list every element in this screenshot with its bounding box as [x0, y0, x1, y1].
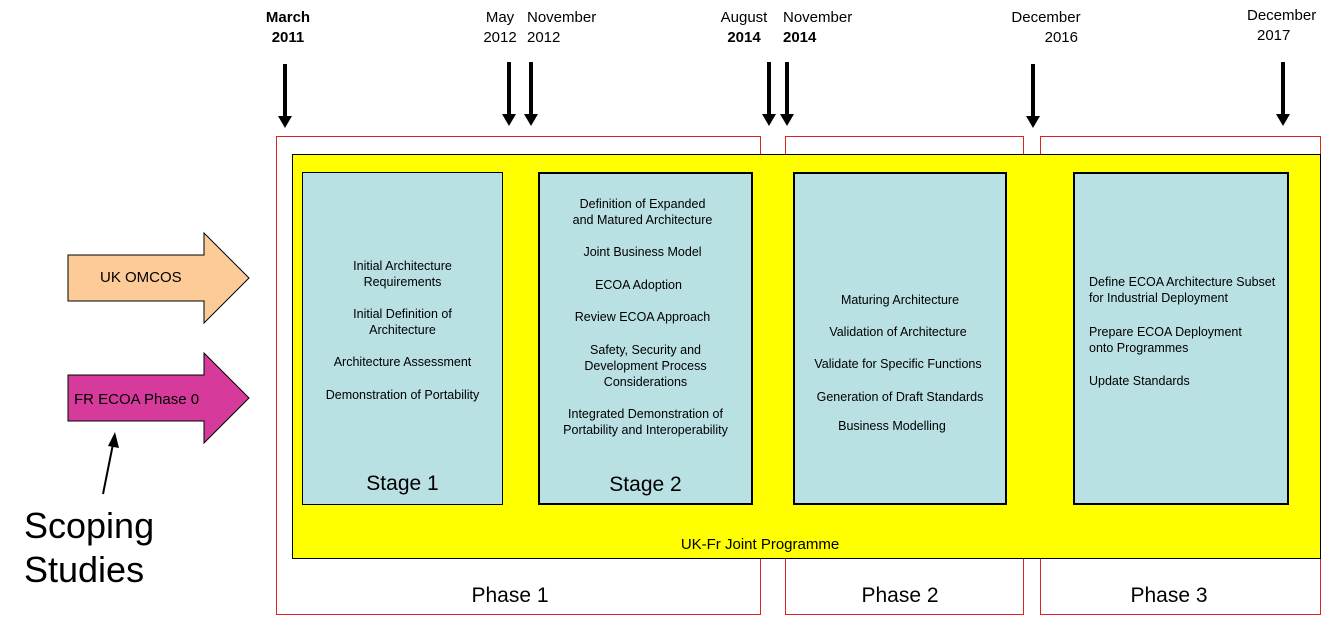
pointer-arrow-icon	[102, 432, 119, 495]
stage1-item: Initial Definition of Architecture	[353, 307, 452, 337]
scoping-line-2: Studies	[24, 549, 145, 590]
phase2-item: Generation of Draft Standards	[816, 390, 984, 404]
phase-3-label: Phase 3	[1130, 584, 1208, 607]
date-december-2017: December 2017	[1247, 6, 1335, 46]
date-november-2012: November 2012	[527, 8, 607, 48]
date-august-2014: August 2014	[712, 8, 776, 48]
milestone-arrow-icon	[1276, 62, 1290, 126]
stage2-item: Safety, Security and Development Process…	[584, 343, 707, 389]
date-month: November	[527, 9, 597, 26]
date-month: August	[720, 9, 768, 26]
date-year: 2011	[271, 29, 305, 46]
milestone-arrow-icon	[780, 62, 794, 126]
phase-2-activities-box: Maturing Architecture Validation of Arch…	[793, 172, 1007, 505]
date-year: 2016	[1044, 29, 1078, 46]
scoping-studies-label: Scoping Studies	[24, 504, 154, 592]
date-month: December	[1011, 9, 1081, 26]
stage2-item: Joint Business Model	[583, 245, 702, 259]
date-month: November	[783, 9, 853, 26]
milestone-arrow-icon	[502, 62, 516, 126]
fr-ecoa-label: FR ECOA Phase 0	[74, 391, 200, 408]
stage1-item: Demonstration of Portability	[325, 388, 480, 402]
milestone-arrow-icon	[1026, 64, 1040, 128]
date-year: 2012	[483, 29, 517, 46]
phase2-item: Business Modelling	[838, 419, 946, 433]
date-may-2012: May 2012	[470, 8, 530, 48]
scoping-line-1: Scoping	[24, 505, 155, 546]
phase2-item: Maturing Architecture	[840, 293, 960, 307]
uk-omcos-label: UK OMCOS	[100, 269, 182, 286]
uk-omcos-arrow: UK OMCOS	[66, 232, 252, 324]
stage-1-box: Initial Architecture Requirements Initia…	[302, 172, 503, 505]
milestone-arrow-icon	[762, 62, 776, 126]
phase3-item: Define ECOA Architecture Subset for Indu…	[1089, 275, 1276, 305]
stage-2-box: Definition of Expanded and Matured Archi…	[538, 172, 753, 505]
date-month: March	[265, 9, 311, 26]
date-march-2011: March 2011	[258, 8, 318, 48]
fr-ecoa-arrow: FR ECOA Phase 0	[66, 352, 252, 444]
phase-1-label: Phase 1	[471, 584, 549, 607]
stage-1-title: Stage 1	[366, 472, 439, 495]
phase3-item: Prepare ECOA Deployment onto Programmes	[1089, 325, 1242, 355]
joint-programme-label: UK-Fr Joint Programme	[680, 536, 840, 553]
date-year: 2017	[1257, 27, 1291, 44]
milestone-arrow-icon	[278, 64, 292, 128]
stage2-item: ECOA Adoption	[595, 278, 682, 292]
date-november-2014: November 2014	[783, 8, 863, 48]
stage1-item: Initial Architecture Requirements	[353, 259, 452, 289]
stage2-item: Integrated Demonstration of Portability …	[563, 407, 728, 437]
phase2-item: Validate for Specific Functions	[814, 357, 982, 371]
date-month: May	[485, 9, 515, 26]
right-arrow-icon	[67, 232, 250, 324]
date-december-2016: December 2016	[1002, 8, 1090, 48]
stage2-item: Review ECOA Approach	[574, 310, 711, 324]
date-year: 2014	[783, 29, 817, 46]
stage2-item: Definition of Expanded and Matured Archi…	[572, 197, 713, 227]
phase-2-label: Phase 2	[861, 584, 939, 607]
date-year: 2012	[527, 29, 561, 46]
phase-3-activities-box: Define ECOA Architecture Subset for Indu…	[1073, 172, 1289, 505]
milestone-arrow-icon	[524, 62, 538, 126]
phase2-item: Validation of Architecture	[829, 325, 967, 339]
date-year: 2014	[727, 29, 761, 46]
phase3-item: Update Standards	[1089, 374, 1190, 388]
stage1-item: Architecture Assessment	[333, 355, 472, 369]
date-month: December	[1247, 7, 1317, 24]
right-arrow-icon	[67, 352, 250, 444]
stage-2-title: Stage 2	[609, 473, 682, 496]
